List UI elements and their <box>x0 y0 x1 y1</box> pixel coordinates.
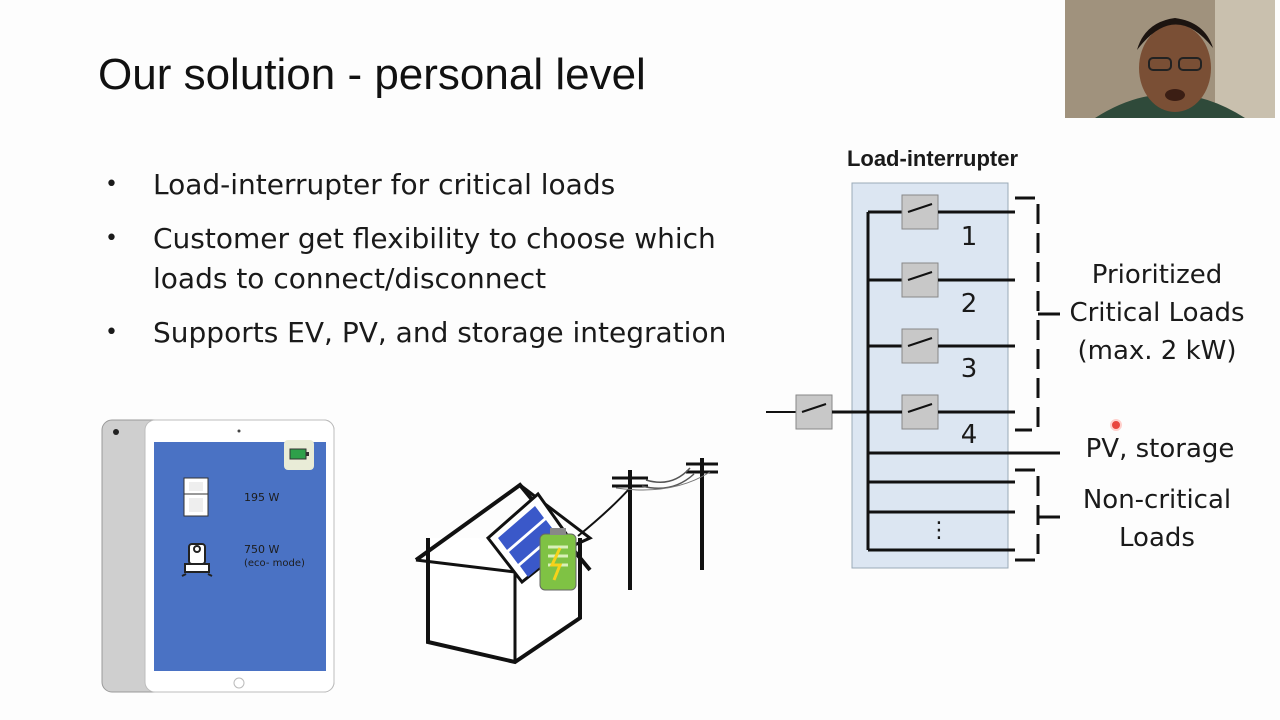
noncritical-ellipsis: ⋮ <box>928 518 950 543</box>
noncritical-bracket <box>1015 468 1040 562</box>
fridge-icon <box>183 477 209 517</box>
diagram-heading: Load-interrupter <box>846 146 1019 171</box>
switch-number-3: 3 <box>960 354 978 384</box>
bullet-text: Customer get flexibility to choose which… <box>153 222 716 295</box>
battery-icon <box>539 528 577 591</box>
house-svg <box>414 458 718 665</box>
water-heater-icon <box>181 543 213 577</box>
laser-pointer <box>1110 419 1122 431</box>
critical-label-line: (max. 2 kW) <box>1077 336 1237 366</box>
power-pole-icon <box>612 458 718 590</box>
main-switch <box>766 394 902 430</box>
switch-row-2 <box>868 262 1015 298</box>
tablet-screen <box>154 442 326 671</box>
switch-number-1: 1 <box>960 222 978 252</box>
interrupter-box <box>851 182 1009 569</box>
battery-icon <box>284 440 314 470</box>
tablet-svg <box>101 419 335 693</box>
heater-mode: (eco- mode) <box>244 558 305 569</box>
load-interrupter-diagram: Load-interrupter 1 2 3 4 ⋮ Prioritized C… <box>760 140 1280 580</box>
bullet-symbol: • <box>105 320 118 345</box>
bullet-text: Load-interrupter for critical loads <box>153 168 616 201</box>
bullet-symbol: • <box>105 172 118 197</box>
switch-row-1 <box>868 194 1015 230</box>
critical-loads-label: Prioritized Critical Loads (max. 2 kW) <box>1062 256 1252 370</box>
switch-row-3 <box>868 328 1015 364</box>
bullet-list: • Load-interrupter for critical loads • … <box>105 165 795 367</box>
noncritical-label-line: Loads <box>1119 523 1195 553</box>
critical-bracket <box>1015 196 1040 432</box>
house-illustration <box>410 450 740 675</box>
switch-number-4: 4 <box>960 420 978 450</box>
critical-label-line: Critical Loads <box>1069 298 1245 328</box>
slide-title: Our solution - personal level <box>98 50 646 99</box>
presenter-video-frame <box>1065 0 1275 118</box>
presenter-webcam <box>1065 0 1275 118</box>
tablet-illustration: 195 W 750 W (eco- mode) <box>100 418 336 694</box>
bullet-text: Supports EV, PV, and storage integration <box>153 316 727 349</box>
fridge-power: 195 W <box>244 491 280 504</box>
critical-label-line: Prioritized <box>1091 260 1223 290</box>
pv-storage-label: PV, storage <box>1085 434 1235 464</box>
noncritical-label-line: Non-critical <box>1082 485 1232 515</box>
bullet-item: • Load-interrupter for critical loads <box>105 165 795 205</box>
bullet-item: • Supports EV, PV, and storage integrati… <box>105 313 795 353</box>
switch-number-2: 2 <box>960 289 978 319</box>
bullet-item: • Customer get flexibility to choose whi… <box>105 219 795 299</box>
noncritical-loads-label: Non-critical Loads <box>1062 481 1252 557</box>
wiring-diagram-svg <box>766 182 1060 569</box>
bullet-symbol: • <box>105 226 118 251</box>
heater-power: 750 W <box>244 543 280 556</box>
